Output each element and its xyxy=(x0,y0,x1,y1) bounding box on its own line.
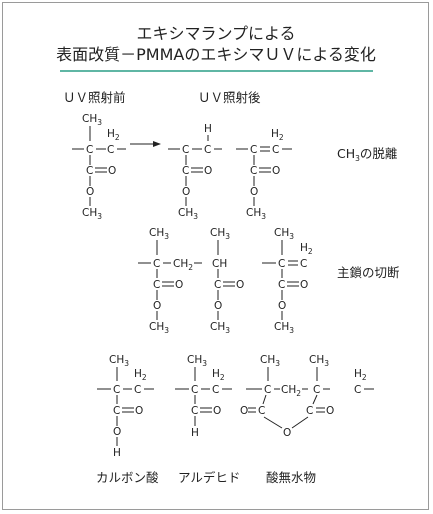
atom-h2-label: H2 xyxy=(212,368,225,382)
atom-ch3-label: CH3 xyxy=(178,207,198,221)
title-line2: 表面改質－PMMAのエキシマＵＶによる変化 xyxy=(56,45,376,64)
atom-c-label: C xyxy=(153,258,160,270)
atom-ch2-label: CH2 xyxy=(281,384,301,398)
atom-o-label: O xyxy=(204,165,212,177)
atom-ch3-label: CH3 xyxy=(246,207,266,221)
atom-h2-label: H2 xyxy=(134,368,147,382)
atom-c-label: C xyxy=(306,405,313,417)
label-acid-anhydride: 酸無水物 xyxy=(266,470,316,485)
atom-c-label: C xyxy=(204,144,211,156)
atom-ch3-label: CH3 xyxy=(309,354,329,368)
atom-ch-label: CH xyxy=(212,258,227,270)
methylene-fragment: H2 C xyxy=(354,368,374,396)
atom-o-label: O xyxy=(214,300,222,312)
label-aldehyde: アルデヒド xyxy=(178,470,240,485)
atom-ch3-label: CH3 xyxy=(260,354,280,368)
header-after-uv: ＵＶ照射後 xyxy=(198,90,261,105)
atom-c-label: C xyxy=(258,405,265,417)
label-carboxylic-acid: カルボン酸 xyxy=(96,470,159,485)
label-ch3-removal: CH3の脱離 xyxy=(337,146,398,163)
atom-o-label: O xyxy=(272,165,280,177)
atom-c-label: C xyxy=(278,258,285,270)
atom-c-label: C xyxy=(191,384,198,396)
atom-h2-label: H2 xyxy=(271,128,284,142)
atom-c-label: C xyxy=(354,384,361,396)
label-main-chain-cleavage: 主鎖の切断 xyxy=(337,265,400,280)
atom-h2-label: H2 xyxy=(107,128,120,142)
atom-c-label: C xyxy=(182,165,189,177)
atom-o-label: O xyxy=(86,186,94,198)
acid-anhydride-structure: CH3 C CH2 CH3 C C O O C O xyxy=(240,354,334,439)
atom-c-label: C xyxy=(153,279,160,291)
atom-c-label: C xyxy=(86,165,93,177)
atom-c-label: C xyxy=(264,384,271,396)
atom-c-label: C xyxy=(313,384,320,396)
atom-o-label: O xyxy=(153,300,161,312)
atom-ch3-label: CH3 xyxy=(210,321,230,335)
atom-c-label: C xyxy=(191,405,198,417)
atom-c-label: C xyxy=(300,258,307,270)
atom-o-label: O xyxy=(240,405,248,417)
atom-c-label: C xyxy=(212,384,219,396)
atom-c-label: C xyxy=(113,384,120,396)
atom-o-label: O xyxy=(108,165,116,177)
atom-c-label: C xyxy=(250,144,257,156)
atom-ch3-label: CH3 xyxy=(274,227,294,241)
atom-ch3-label: CH3 xyxy=(187,354,207,368)
chain-cleavage-structure-a: CH3 C CH2 C O O CH3 xyxy=(138,227,202,335)
header-before-uv: ＵＶ照射前 xyxy=(63,90,126,105)
chain-cleavage-structure-b: CH3 CH C O O CH3 xyxy=(210,227,244,335)
atom-c-label: C xyxy=(113,405,120,417)
atom-ch3-label: CH3 xyxy=(82,207,102,221)
atom-o-label: O xyxy=(213,405,221,417)
atom-o-label: O xyxy=(300,279,308,291)
pmma-structure: CH3 C H2 C C O O CH3 xyxy=(72,113,126,221)
atom-o-label: O xyxy=(250,186,258,198)
atom-h-label: H xyxy=(113,447,121,459)
figure-frame xyxy=(2,2,429,510)
atom-ch3-label: CH3 xyxy=(210,227,230,241)
atom-c-label: C xyxy=(214,279,221,291)
title-line1: エキシマランプによる xyxy=(136,24,295,43)
atom-ch3-label: CH3 xyxy=(109,354,129,368)
atom-c-label: C xyxy=(107,144,114,156)
atom-c-label: C xyxy=(278,279,285,291)
atom-h-label: H xyxy=(191,427,199,439)
atom-c-label: C xyxy=(182,144,189,156)
atom-o-label: O xyxy=(135,405,143,417)
atom-c-label: C xyxy=(86,144,93,156)
atom-h2-label: H2 xyxy=(354,368,367,382)
carboxylic-acid-structure: CH3 C H2 C C O O H xyxy=(97,354,154,459)
demethylated-structure-b: C H2 C C O O CH3 xyxy=(236,128,292,221)
atom-o-label: O xyxy=(326,405,334,417)
atom-c-label: C xyxy=(250,165,257,177)
demethylated-structure-a: C H C C O O CH3 xyxy=(168,123,222,221)
atom-ch3-label: CH3 xyxy=(149,227,169,241)
chain-cleavage-structure-c: CH3 C H2 C C O O CH3 xyxy=(262,227,313,335)
atom-o-label: O xyxy=(278,300,286,312)
atom-o-label: O xyxy=(236,279,244,291)
atom-ch3-label: CH3 xyxy=(149,321,169,335)
atom-ch3-label: CH3 xyxy=(274,321,294,335)
atom-o-label: O xyxy=(113,426,121,438)
atom-o-label: O xyxy=(283,427,291,439)
atom-c-label: C xyxy=(272,144,279,156)
atom-ch3-label: CH3 xyxy=(82,113,102,127)
atom-o-label: O xyxy=(182,186,190,198)
aldehyde-structure: CH3 C H2 C C O H xyxy=(175,354,232,439)
atom-c-label: C xyxy=(134,384,141,396)
atom-o-label: O xyxy=(175,279,183,291)
atom-h2-label: H2 xyxy=(300,242,313,256)
atom-ch2-label: CH2 xyxy=(173,258,193,272)
atom-h-label: H xyxy=(204,123,212,135)
